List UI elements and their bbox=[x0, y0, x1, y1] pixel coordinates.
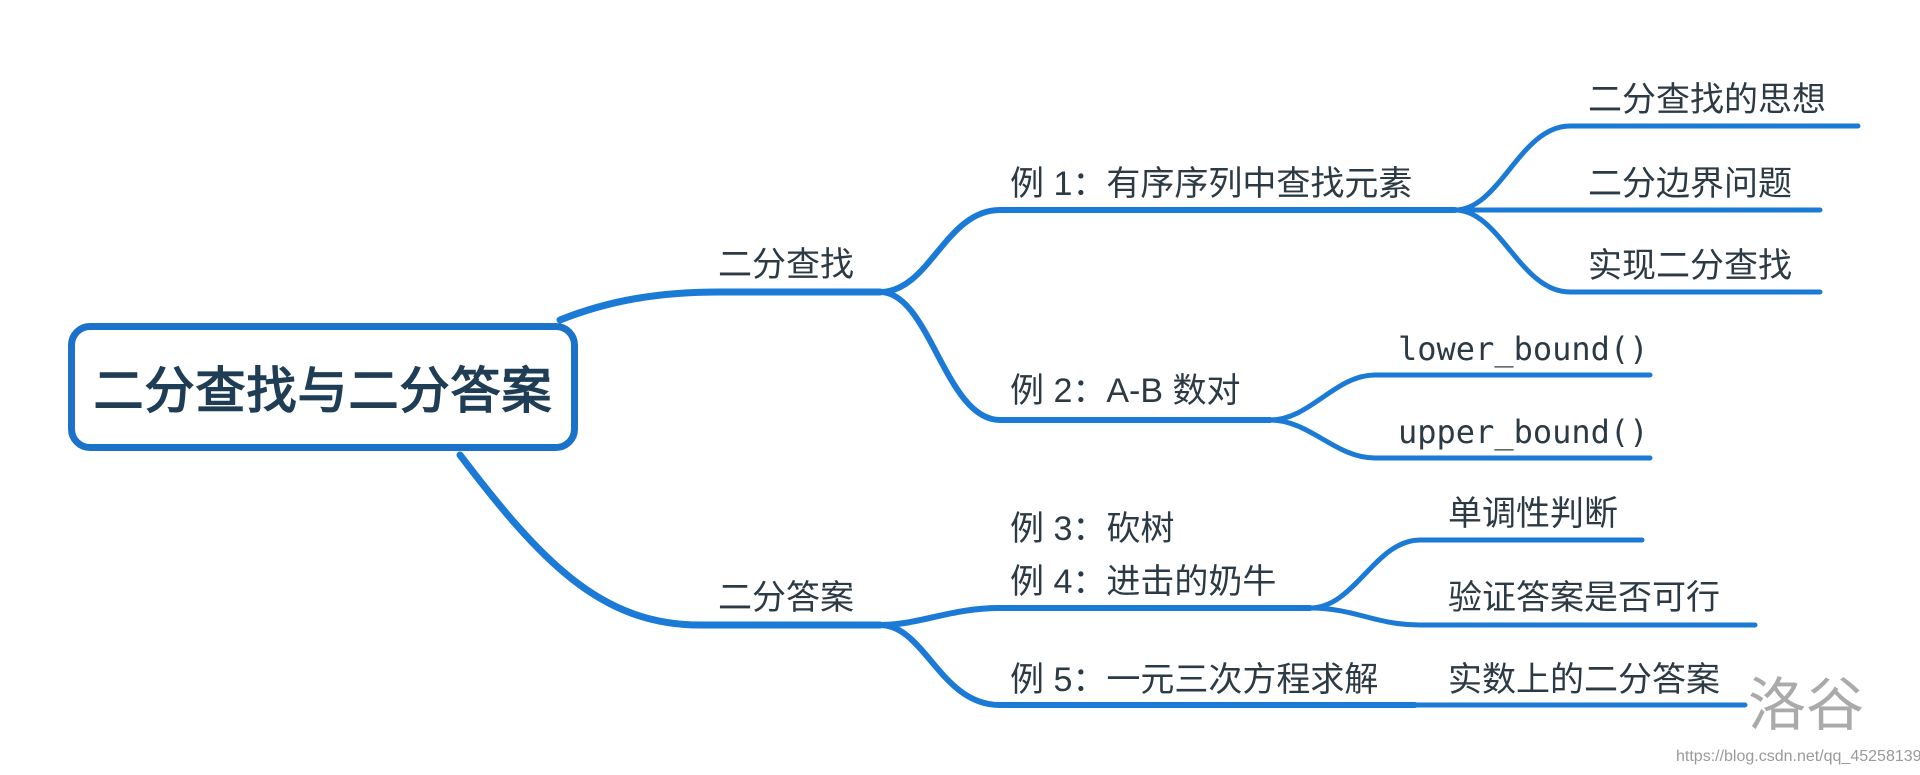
link-bs-example2 bbox=[877, 289, 1273, 423]
link-ex2-leaf1 bbox=[1267, 372, 1653, 423]
leaf-real-number-binary[interactable]: 实数上的二分答案 bbox=[1448, 661, 1720, 699]
watermark-luogu: 洛谷 bbox=[1748, 671, 1865, 739]
root-label: 二分查找与二分答案 bbox=[93, 363, 553, 419]
root-node[interactable]: 二分查找与二分答案 bbox=[68, 323, 578, 451]
example-3-node[interactable]: 例 3：砍树 bbox=[1010, 510, 1175, 548]
link-ex2-leaf2 bbox=[1267, 417, 1653, 461]
link-ex4-leaf2 bbox=[1307, 605, 1758, 628]
link-root-binary-search bbox=[556, 288, 884, 324]
example-5-node[interactable]: 例 5：一元三次方程求解 bbox=[1010, 661, 1379, 699]
link-ex1-leaf1 bbox=[1452, 123, 1861, 213]
link-root-binary-answer bbox=[456, 451, 884, 629]
leaf-verify-answer[interactable]: 验证答案是否可行 bbox=[1448, 579, 1720, 617]
link-ex4-leaf1 bbox=[1307, 537, 1645, 611]
watermark-url: https://blog.csdn.net/qq_45258139 bbox=[1676, 748, 1920, 765]
link-bs-example1 bbox=[877, 207, 1458, 295]
branch-binary-answer[interactable]: 二分答案 bbox=[718, 579, 854, 617]
link-ex1-leaf3 bbox=[1452, 207, 1823, 295]
example-2-node[interactable]: 例 2：A-B 数对 bbox=[1010, 372, 1241, 410]
leaf-binary-boundary[interactable]: 二分边界问题 bbox=[1588, 165, 1792, 203]
branch-binary-search[interactable]: 二分查找 bbox=[718, 246, 854, 284]
leaf-implement-binary-search[interactable]: 实现二分查找 bbox=[1588, 247, 1792, 285]
leaf-binary-search-idea[interactable]: 二分查找的思想 bbox=[1588, 81, 1826, 119]
example-4-node[interactable]: 例 4：进击的奶牛 bbox=[1010, 563, 1277, 601]
example-1-node[interactable]: 例 1：有序序列中查找元素 bbox=[1010, 165, 1413, 203]
leaf-lower-bound[interactable]: lower_bound() bbox=[1398, 330, 1649, 368]
link-ba-example5 bbox=[877, 622, 1418, 708]
leaf-monotonicity[interactable]: 单调性判断 bbox=[1448, 495, 1618, 533]
link-ba-example4 bbox=[877, 605, 1313, 628]
leaf-upper-bound[interactable]: upper_bound() bbox=[1398, 413, 1649, 451]
